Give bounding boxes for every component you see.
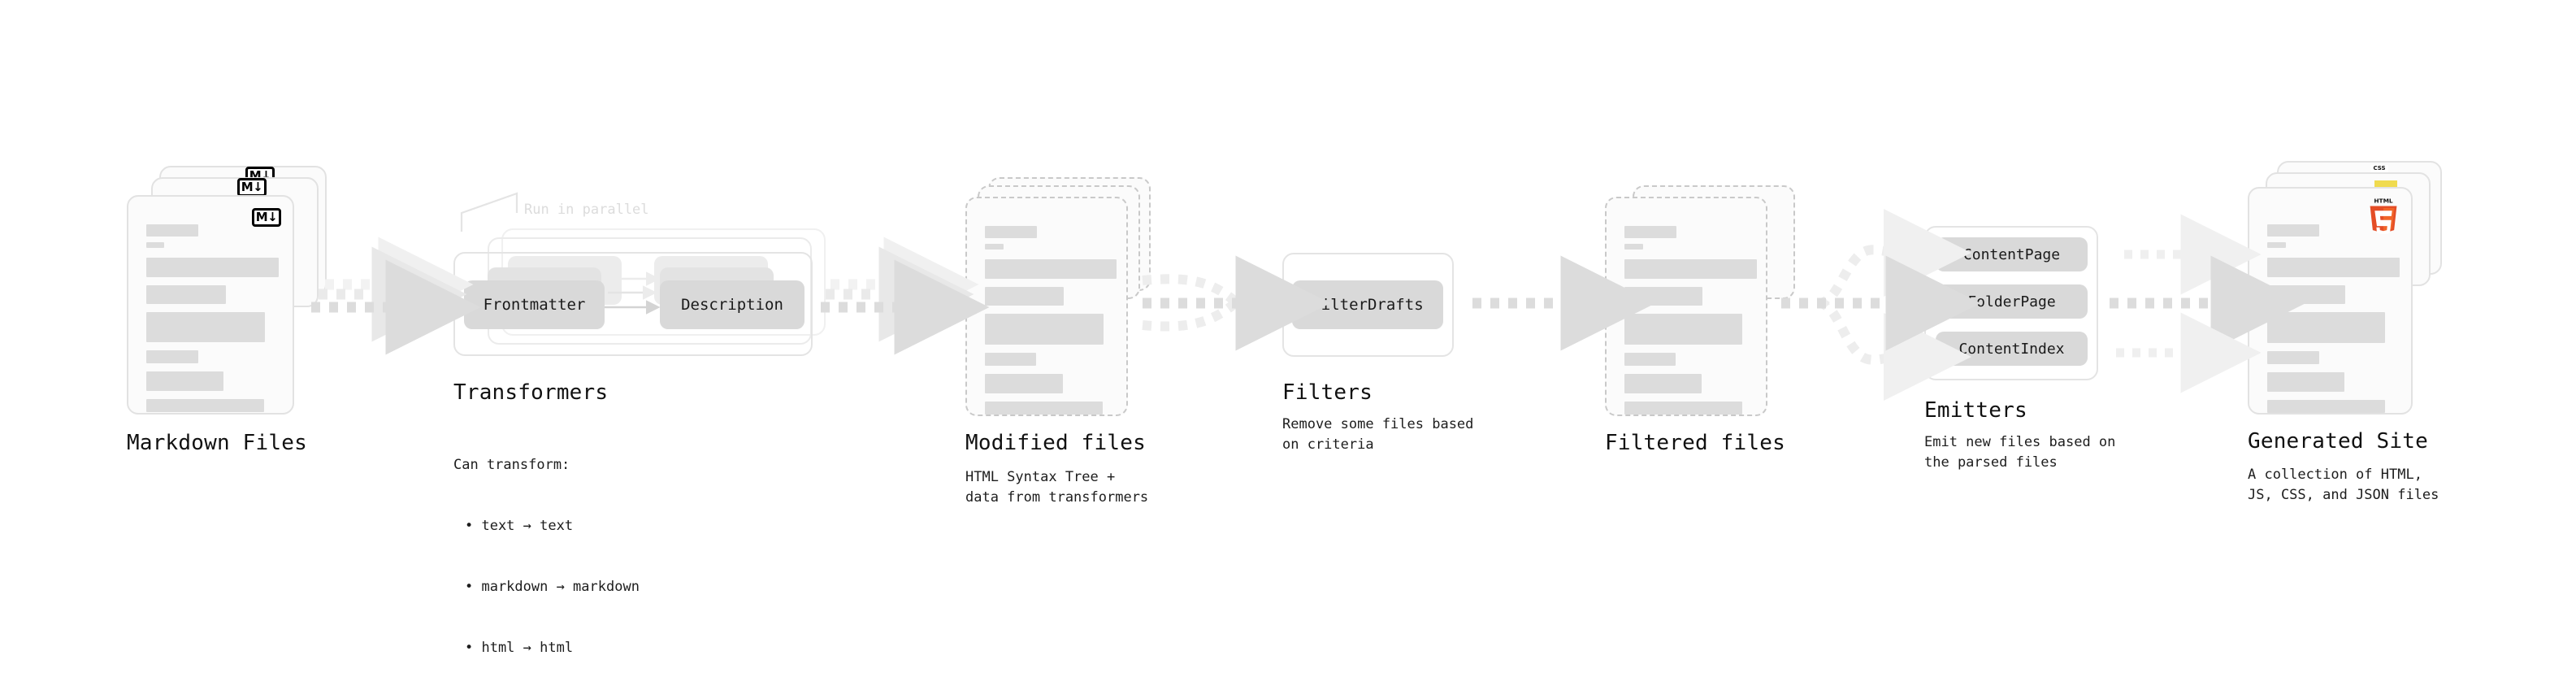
css-badge-text: CSS <box>2373 165 2386 171</box>
content-bar <box>1624 287 1702 306</box>
filter-pill-filterdrafts[interactable]: FilterDrafts <box>1292 280 1443 329</box>
transformers-caption-heading: Can transform: <box>453 457 570 473</box>
html5-badge: HTML <box>2366 197 2401 235</box>
content-bar <box>2267 312 2385 343</box>
markdown-card-front: M↓ <box>127 195 294 415</box>
transformers-bullet: • markdown → markdown <box>465 579 640 595</box>
filtered-files-title: Filtered files <box>1605 431 1785 455</box>
content-bar <box>146 350 198 363</box>
content-bar <box>985 287 1064 306</box>
transformer-pill-frontmatter[interactable]: Frontmatter <box>464 280 605 329</box>
pipeline-diagram: M↓ M↓ M↓ Markdown Files <box>127 161 2442 656</box>
filters-subtitle: Remove some files based on criteria <box>1282 416 1474 453</box>
modified-card-front <box>965 197 1128 416</box>
connector-transformers-to-modified <box>821 237 990 355</box>
content-bar <box>2267 242 2286 248</box>
content-bar <box>985 314 1104 345</box>
emitter-pill-folderpage[interactable]: FolderPage <box>1936 284 2088 319</box>
markdown-badge-text-back-1: M↓ <box>241 180 263 194</box>
modified-files-title: Modified files <box>965 431 1146 455</box>
transformers-bullet: • text → text <box>465 518 574 534</box>
content-bar <box>146 399 264 412</box>
site-card-content <box>2267 224 2400 413</box>
content-bar <box>1624 374 1702 393</box>
connector-filtered-to-emitters <box>1781 208 1981 402</box>
connector-modified-to-filters <box>1142 255 1331 351</box>
markdown-badge: M↓ <box>252 208 281 227</box>
content-bar <box>1624 402 1742 415</box>
content-bar <box>146 285 226 304</box>
content-bar <box>985 353 1036 366</box>
filtered-card-front <box>1605 197 1767 416</box>
transformers-bullet: • html → html <box>465 640 574 656</box>
generated-site-title: Generated Site <box>2248 429 2428 454</box>
html5-badge-svg: HTML <box>2370 197 2397 235</box>
emitter-pill-contentpage[interactable]: ContentPage <box>1936 237 2088 271</box>
markdown-badge-text: M↓ <box>255 210 278 224</box>
emitters-subtitle: Emit new files based on the parsed files <box>1924 434 2116 471</box>
content-bar <box>2267 372 2344 392</box>
run-in-parallel-leader <box>460 192 518 232</box>
content-bar <box>146 242 164 248</box>
connector-emitters-to-site <box>2110 214 2306 393</box>
svg-text:HTML: HTML <box>2374 197 2393 204</box>
content-bar <box>2267 285 2345 304</box>
content-bar <box>1624 314 1742 345</box>
emitters-title: Emitters <box>1924 398 2027 423</box>
content-bar <box>1624 226 1676 238</box>
transformers-caption: Can transform: • text → text • markdown … <box>453 415 640 699</box>
content-bar <box>146 371 223 391</box>
content-bar <box>985 259 1117 279</box>
modified-card-content <box>985 226 1117 415</box>
content-bar <box>985 402 1103 415</box>
content-bar <box>985 244 1004 250</box>
filtered-card-content <box>1624 226 1757 415</box>
markdown-files-title: Markdown Files <box>127 431 307 455</box>
content-bar <box>2267 400 2385 413</box>
run-in-parallel-note: Run in parallel <box>524 202 649 218</box>
generated-site-subtitle: A collection of HTML, JS, CSS, and JSON … <box>2248 467 2439 503</box>
transformers-title: Transformers <box>453 380 609 405</box>
markdown-badge-back-1: M↓ <box>237 178 267 197</box>
site-card-front: HTML <box>2248 187 2413 415</box>
content-bar <box>985 374 1063 393</box>
markdown-card-content <box>146 224 279 412</box>
content-bar <box>1624 244 1643 250</box>
modified-files-subtitle: HTML Syntax Tree + data from transformer… <box>965 469 1149 506</box>
content-bar <box>1624 353 1676 366</box>
content-bar <box>985 226 1037 238</box>
emitter-pill-contentindex[interactable]: ContentIndex <box>1936 332 2088 366</box>
content-bar <box>2267 224 2319 237</box>
transformer-pill-description[interactable]: Description <box>660 280 804 329</box>
filters-title: Filters <box>1282 380 1373 405</box>
content-bar <box>2267 258 2400 277</box>
content-bar <box>146 312 265 342</box>
content-bar <box>146 224 198 237</box>
content-bar <box>1624 259 1757 279</box>
content-bar <box>146 258 279 277</box>
content-bar <box>2267 351 2319 364</box>
